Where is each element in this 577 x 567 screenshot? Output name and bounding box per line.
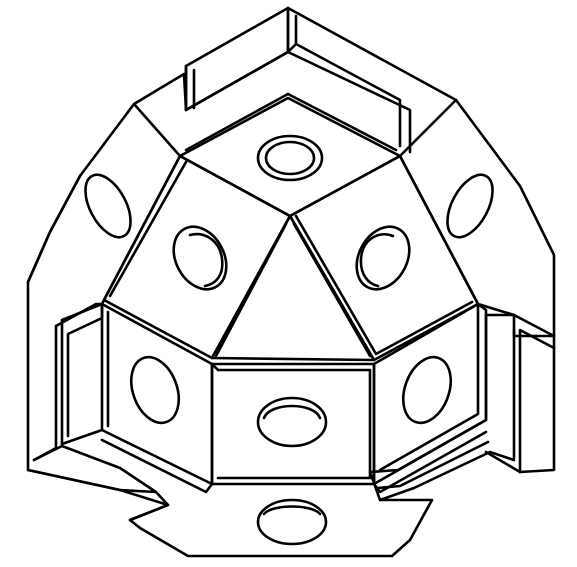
- upper-right-face: [288, 154, 480, 362]
- hole-lower-left: [129, 355, 181, 425]
- hole-top-inner: [264, 140, 316, 176]
- lower-right-face: [372, 302, 488, 494]
- center-top-face: [178, 92, 402, 218]
- holes: [84, 134, 494, 546]
- hole-top: [256, 134, 324, 182]
- hole-bottom: [256, 498, 328, 546]
- outer-right-bevel: [398, 98, 516, 317]
- hole-upper-left: [172, 225, 228, 291]
- top-notch: [184, 6, 412, 154]
- hole-front-inner: [262, 404, 322, 420]
- right-notch: [376, 313, 556, 502]
- hole-right-outer: [446, 173, 494, 239]
- outer-left-bevel: [26, 102, 182, 322]
- front-face: [210, 362, 376, 486]
- left-notch: [26, 302, 170, 522]
- hole-bottom-inner: [262, 505, 322, 516]
- outer-outline: [26, 6, 556, 558]
- hole-upper-right: [355, 225, 411, 291]
- center-triangle: [210, 214, 376, 362]
- hole-left-outer: [84, 173, 132, 239]
- hole-upper-right-inner: [359, 233, 395, 288]
- hole-upper-left-inner: [188, 232, 224, 288]
- lower-left-face: [60, 302, 214, 494]
- upper-left-face: [102, 154, 292, 360]
- hole-lower-right: [401, 355, 453, 425]
- hole-front: [256, 396, 328, 448]
